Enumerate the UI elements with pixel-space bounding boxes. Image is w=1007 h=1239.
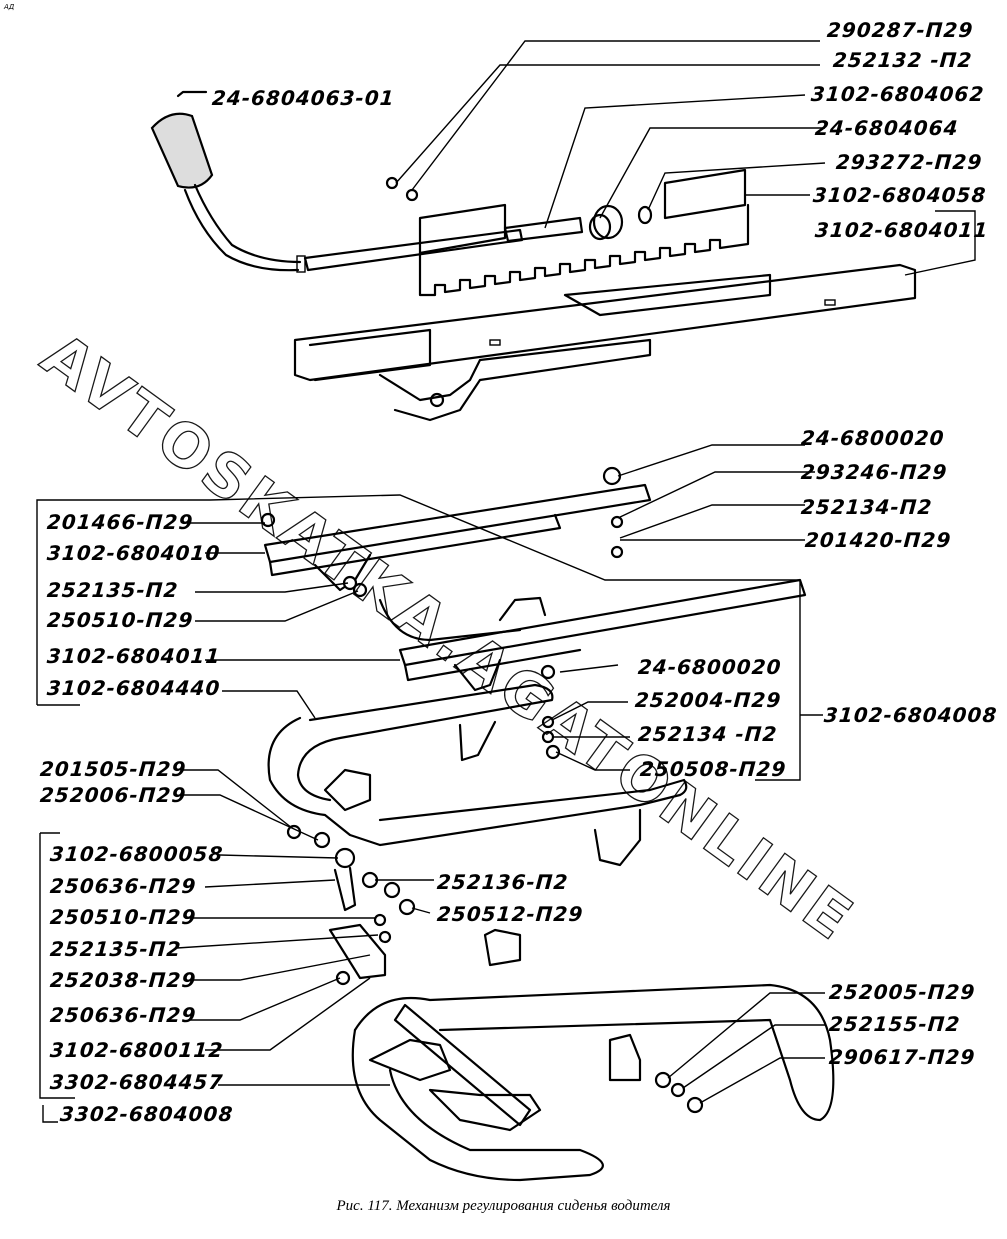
part-label: 252135-П2: [46, 578, 180, 602]
part-label: 290617-П29: [828, 1045, 977, 1069]
part-label: 252004-П29: [634, 688, 783, 712]
part-label: 24-6804064: [814, 116, 960, 140]
part-label: 293246-П29: [800, 460, 949, 484]
part-label: 252134-П2: [800, 495, 934, 519]
part-label: 3102-6804010: [46, 541, 222, 565]
lever-rod: [303, 176, 653, 272]
part-label: 201420-П29: [804, 528, 953, 552]
part-label: 252136-П2: [436, 870, 570, 894]
part-label: 3102-6800058: [49, 842, 225, 866]
part-label: 252155-П2: [828, 1012, 962, 1036]
part-label: 250512-П29: [436, 902, 585, 926]
part-label: 3102-6804440: [46, 676, 222, 700]
part-label: 252006-П29: [39, 783, 188, 807]
part-label: 250636-П29: [49, 1003, 198, 1027]
part-label: 3102-6804062: [810, 82, 986, 106]
part-label: 252005-П29: [828, 980, 977, 1004]
leader-lines: [176, 40, 976, 1104]
seat-frame-middle: [267, 683, 688, 867]
part-label: 24-6800020: [637, 655, 783, 679]
upper-slide-rail: [293, 263, 917, 422]
group-label: 3102-6804008: [823, 703, 999, 727]
bottom-frame: [351, 928, 835, 1182]
part-label: 250508-П29: [639, 757, 788, 781]
part-label: 252135-П2: [49, 937, 183, 961]
part-label: 252134 -П2: [637, 722, 779, 746]
part-label: 3102-6800112: [49, 1038, 225, 1062]
part-label: 293272-П29: [835, 150, 984, 174]
corner-mark: АД: [4, 3, 15, 11]
part-label: 3102-6804011: [814, 218, 990, 242]
comb-plate: [418, 168, 750, 297]
part-label: 3102-6804011: [46, 644, 222, 668]
part-label: 3302-6804457: [49, 1070, 225, 1094]
group-brackets: [36, 494, 823, 1123]
part-label: 252132 -П2: [832, 48, 974, 72]
figure-caption: Рис. 117. Механизм регулирования сиденья…: [336, 1198, 671, 1214]
group-label: 3302-6804008: [59, 1102, 235, 1126]
part-label: 252038-П29: [49, 968, 198, 992]
part-label: 250510-П29: [46, 608, 195, 632]
part-label: 250636-П29: [49, 874, 198, 898]
part-label: 3102-6804058: [812, 183, 988, 207]
part-label: 250510-П29: [49, 905, 198, 929]
part-label: 24-6800020: [800, 426, 946, 450]
part-label: 201505-П29: [39, 757, 188, 781]
knob-lever: [150, 90, 306, 273]
part-label: 201466-П29: [46, 510, 195, 534]
lower-hardware: [286, 824, 416, 986]
part-label: 290287-П29: [826, 18, 975, 42]
part-label: 24-6804063-01: [211, 86, 396, 110]
